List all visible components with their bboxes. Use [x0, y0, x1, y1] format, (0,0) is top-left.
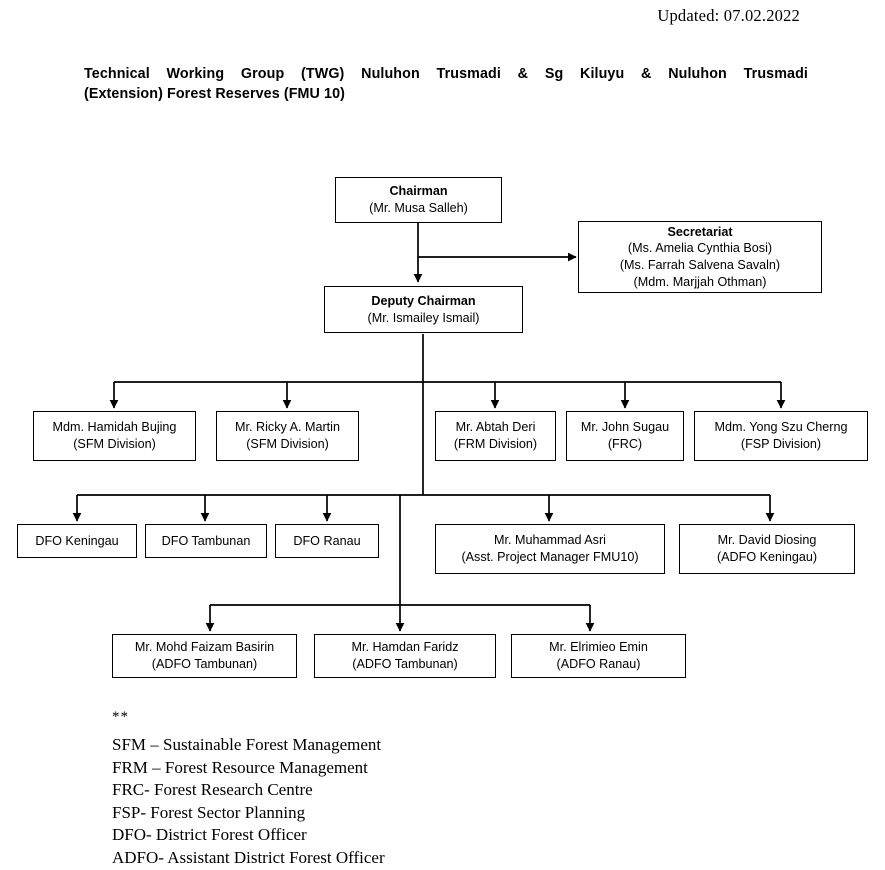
updated-date: Updated: 07.02.2022 [657, 6, 800, 25]
node-tier3-1-person: Mdm. Hamidah Bujing [52, 420, 177, 435]
node-tier3-2[interactable]: Mr. Ricky A. Martin (SFM Division) [216, 411, 359, 461]
legend-entry-sfm: SFM – Sustainable Forest Management [112, 734, 382, 754]
legend-entry-adfo: ADFO- Assistant District Forest Officer [112, 847, 385, 867]
node-secretariat[interactable]: Secretariat (Ms. Amelia Cynthia Bosi) (M… [578, 221, 822, 293]
node-tier3-4-person: Mr. John Sugau [580, 420, 670, 435]
node-tier4-2[interactable]: DFO Tambunan [145, 524, 267, 558]
legend-entry-frm: FRM – Forest Resource Management [112, 757, 368, 777]
node-secretariat-person-3: (Mdm. Marjjah Othman) [633, 274, 767, 289]
node-tier3-5-person: Mdm. Yong Szu Cherng [714, 420, 848, 435]
node-tier3-3-person: Mr. Abtah Deri [455, 420, 536, 435]
node-secretariat-role: Secretariat [667, 224, 733, 239]
node-tier3-4[interactable]: Mr. John Sugau (FRC) [566, 411, 684, 461]
legend-marker: ** [112, 709, 129, 725]
node-deputy-chairman-role: Deputy Chairman [371, 293, 476, 308]
node-tier5-2-unit: (ADFO Tambunan) [352, 657, 458, 671]
legend-entry-fsp: FSP- Forest Sector Planning [112, 802, 306, 822]
node-chairman-person: (Mr. Musa Salleh) [369, 201, 468, 215]
node-deputy-chairman[interactable]: Deputy Chairman (Mr. Ismailey Ismail) [324, 286, 523, 333]
node-deputy-chairman-person: (Mr. Ismailey Ismail) [367, 310, 480, 325]
page-title: Technical Working Group (TWG) Nuluhon Tr… [84, 64, 808, 105]
node-tier5-3-person: Mr. Elrimieo Emin [549, 640, 648, 655]
legend-entry-dfo: DFO- District Forest Officer [112, 825, 307, 845]
node-chairman-role: Chairman [389, 184, 448, 199]
node-tier4-5[interactable]: Mr. David Diosing (ADFO Keningau) [679, 524, 855, 574]
node-tier3-1-unit: (SFM Division) [73, 437, 156, 451]
node-tier4-5-unit: (ADFO Keningau) [716, 550, 818, 564]
node-tier4-3-person: DFO Ranau [293, 533, 361, 548]
node-tier3-1[interactable]: Mdm. Hamidah Bujing (SFM Division) [33, 411, 196, 461]
node-tier5-1[interactable]: Mr. Mohd Faizam Basirin (ADFO Tambunan) [112, 634, 297, 678]
node-tier4-1-person: DFO Keningau [35, 533, 119, 548]
node-tier5-3-unit: (ADFO Ranau) [556, 657, 641, 671]
node-secretariat-person-1: (Ms. Amelia Cynthia Bosi) [627, 241, 773, 256]
page-title-line-2: (Extension) Forest Reserves (FMU 10) [84, 86, 346, 103]
node-tier4-5-person: Mr. David Diosing [717, 533, 817, 548]
node-tier3-2-unit: (SFM Division) [246, 437, 329, 451]
legend-entry-frc: FRC- Forest Research Centre [112, 780, 313, 800]
node-chairman[interactable]: Chairman (Mr. Musa Salleh) [335, 177, 502, 223]
abbreviation-legend: ** SFM – Sustainable Forest Management F… [112, 708, 385, 870]
node-tier5-2-person: Mr. Hamdan Faridz [351, 640, 459, 655]
node-tier5-1-unit: (ADFO Tambunan) [151, 657, 258, 671]
node-tier4-4[interactable]: Mr. Muhammad Asri (Asst. Project Manager… [435, 524, 665, 574]
node-tier5-2[interactable]: Mr. Hamdan Faridz (ADFO Tambunan) [314, 634, 496, 678]
node-tier3-5[interactable]: Mdm. Yong Szu Cherng (FSP Division) [694, 411, 868, 461]
node-tier4-4-person: Mr. Muhammad Asri [494, 533, 606, 548]
node-tier3-5-unit: (FSP Division) [740, 437, 822, 451]
node-secretariat-person-2: (Ms. Farrah Salvena Savaln) [619, 258, 781, 272]
node-tier3-4-unit: (FRC) [607, 437, 643, 451]
node-tier3-2-person: Mr. Ricky A. Martin [235, 420, 340, 435]
node-tier4-3[interactable]: DFO Ranau [275, 524, 379, 558]
node-tier5-1-person: Mr. Mohd Faizam Basirin [134, 640, 275, 655]
page-title-line-1: Technical Working Group (TWG) Nuluhon Tr… [84, 66, 808, 82]
node-tier5-3[interactable]: Mr. Elrimieo Emin (ADFO Ranau) [511, 634, 686, 678]
node-tier3-3-unit: (FRM Division) [453, 437, 538, 451]
node-tier3-3[interactable]: Mr. Abtah Deri (FRM Division) [435, 411, 556, 461]
node-tier4-1[interactable]: DFO Keningau [17, 524, 137, 558]
node-tier4-2-person: DFO Tambunan [161, 533, 251, 548]
node-tier4-4-unit: (Asst. Project Manager FMU10) [461, 550, 639, 564]
